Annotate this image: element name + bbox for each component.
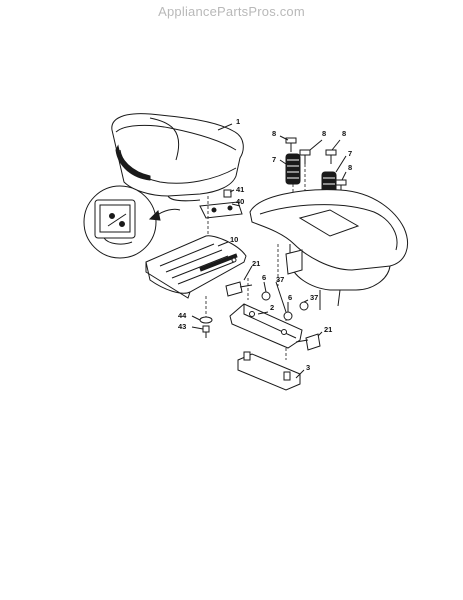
callout-43: 43 [178,322,186,331]
callout-1: 1 [236,117,240,126]
callout-3: 3 [306,363,310,372]
bolts[interactable] [285,137,347,194]
callout-6b: 6 [288,293,292,302]
callout-37a: 37 [276,275,284,284]
callout-40: 40 [236,197,244,206]
bottom-plate[interactable] [237,351,301,391]
callout-leaders [191,123,347,379]
bolt-and-nut-left[interactable] [225,281,271,301]
mounting-bracket[interactable] [229,303,303,349]
callout-7a: 7 [272,155,276,164]
seat-bracket[interactable] [199,189,243,219]
callout-21a: 21 [252,259,260,268]
callout-21b: 21 [324,325,332,334]
callout-8b: 8 [322,129,326,138]
detail-arrow [155,208,181,217]
washer-and-bolt[interactable] [199,316,213,338]
callout-labels: 1 8 8 8 7 7 8 41 40 10 21 6 37 6 37 2 44… [178,117,352,372]
callout-44: 44 [178,311,187,320]
detail-inset [83,185,157,259]
callout-41: 41 [236,185,244,194]
callout-7b: 7 [348,149,352,158]
callout-8a: 8 [272,129,276,138]
callout-37b: 37 [310,293,318,302]
callout-2: 2 [270,303,274,312]
callout-8d: 8 [348,163,352,172]
watermark-text: AppliancePartsPros.com [158,4,305,19]
seat[interactable] [111,113,244,202]
fender [249,189,408,310]
callout-8c: 8 [342,129,346,138]
callout-10: 10 [230,235,238,244]
seat-pan[interactable] [145,235,247,299]
callout-6a: 6 [262,273,266,282]
detail-arrow-head [148,210,161,221]
